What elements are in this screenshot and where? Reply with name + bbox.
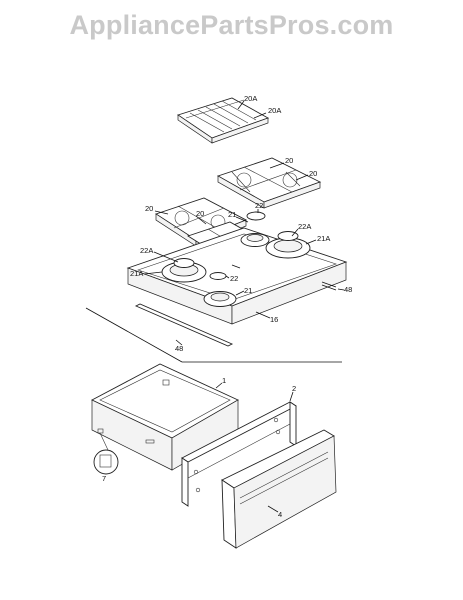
reference-line [85,307,183,363]
callout-20-right-lower: 20 [309,169,317,178]
drawer-body[interactable] [90,363,239,471]
callout-labels: 20A 20A 20 20 20 20 22 21 22A 21A 22A 22… [102,94,352,519]
drawer-panel[interactable] [181,401,297,507]
drawer-front[interactable] [221,429,337,549]
callout-20-left: 20 [145,204,153,213]
callout-21a-right: 21A [317,234,330,243]
callout-48-right: 48 [344,285,352,294]
burner-center-front[interactable] [203,272,237,307]
callout-16: 16 [270,315,278,324]
callout-20-center: 20 [196,209,204,218]
trim-strip-front[interactable] [134,303,234,347]
callout-21-upper: 21 [228,210,236,219]
callout-48-left: 48 [175,344,183,353]
callout-21a-left: 21A [130,269,143,278]
callout-22a-right: 22A [298,222,311,231]
burner-center-rear[interactable] [240,211,270,247]
griddle-plate[interactable] [176,97,270,144]
callout-20a-upper: 20A [244,94,257,103]
callout-2: 2 [292,384,296,393]
callout-4: 4 [278,510,282,519]
drawer-clip[interactable] [93,428,119,475]
callout-22-upper: 22 [255,201,263,210]
callout-22a-left: 22A [140,246,153,255]
burner-right-rear[interactable] [265,231,311,259]
grate-right[interactable] [216,157,322,209]
callout-21-lower: 21 [244,286,252,295]
watermark-logo: AppliancePartsPros.com [69,10,394,40]
callout-20a-lower: 20A [268,106,281,115]
burner-left-front[interactable] [161,258,207,283]
trim-strip-right[interactable] [321,281,337,291]
callout-20-right-upper: 20 [285,156,293,165]
leader-lines [143,100,345,513]
callout-7: 7 [102,474,106,483]
callout-1: 1 [222,376,226,385]
callout-22-lower: 22 [230,274,238,283]
